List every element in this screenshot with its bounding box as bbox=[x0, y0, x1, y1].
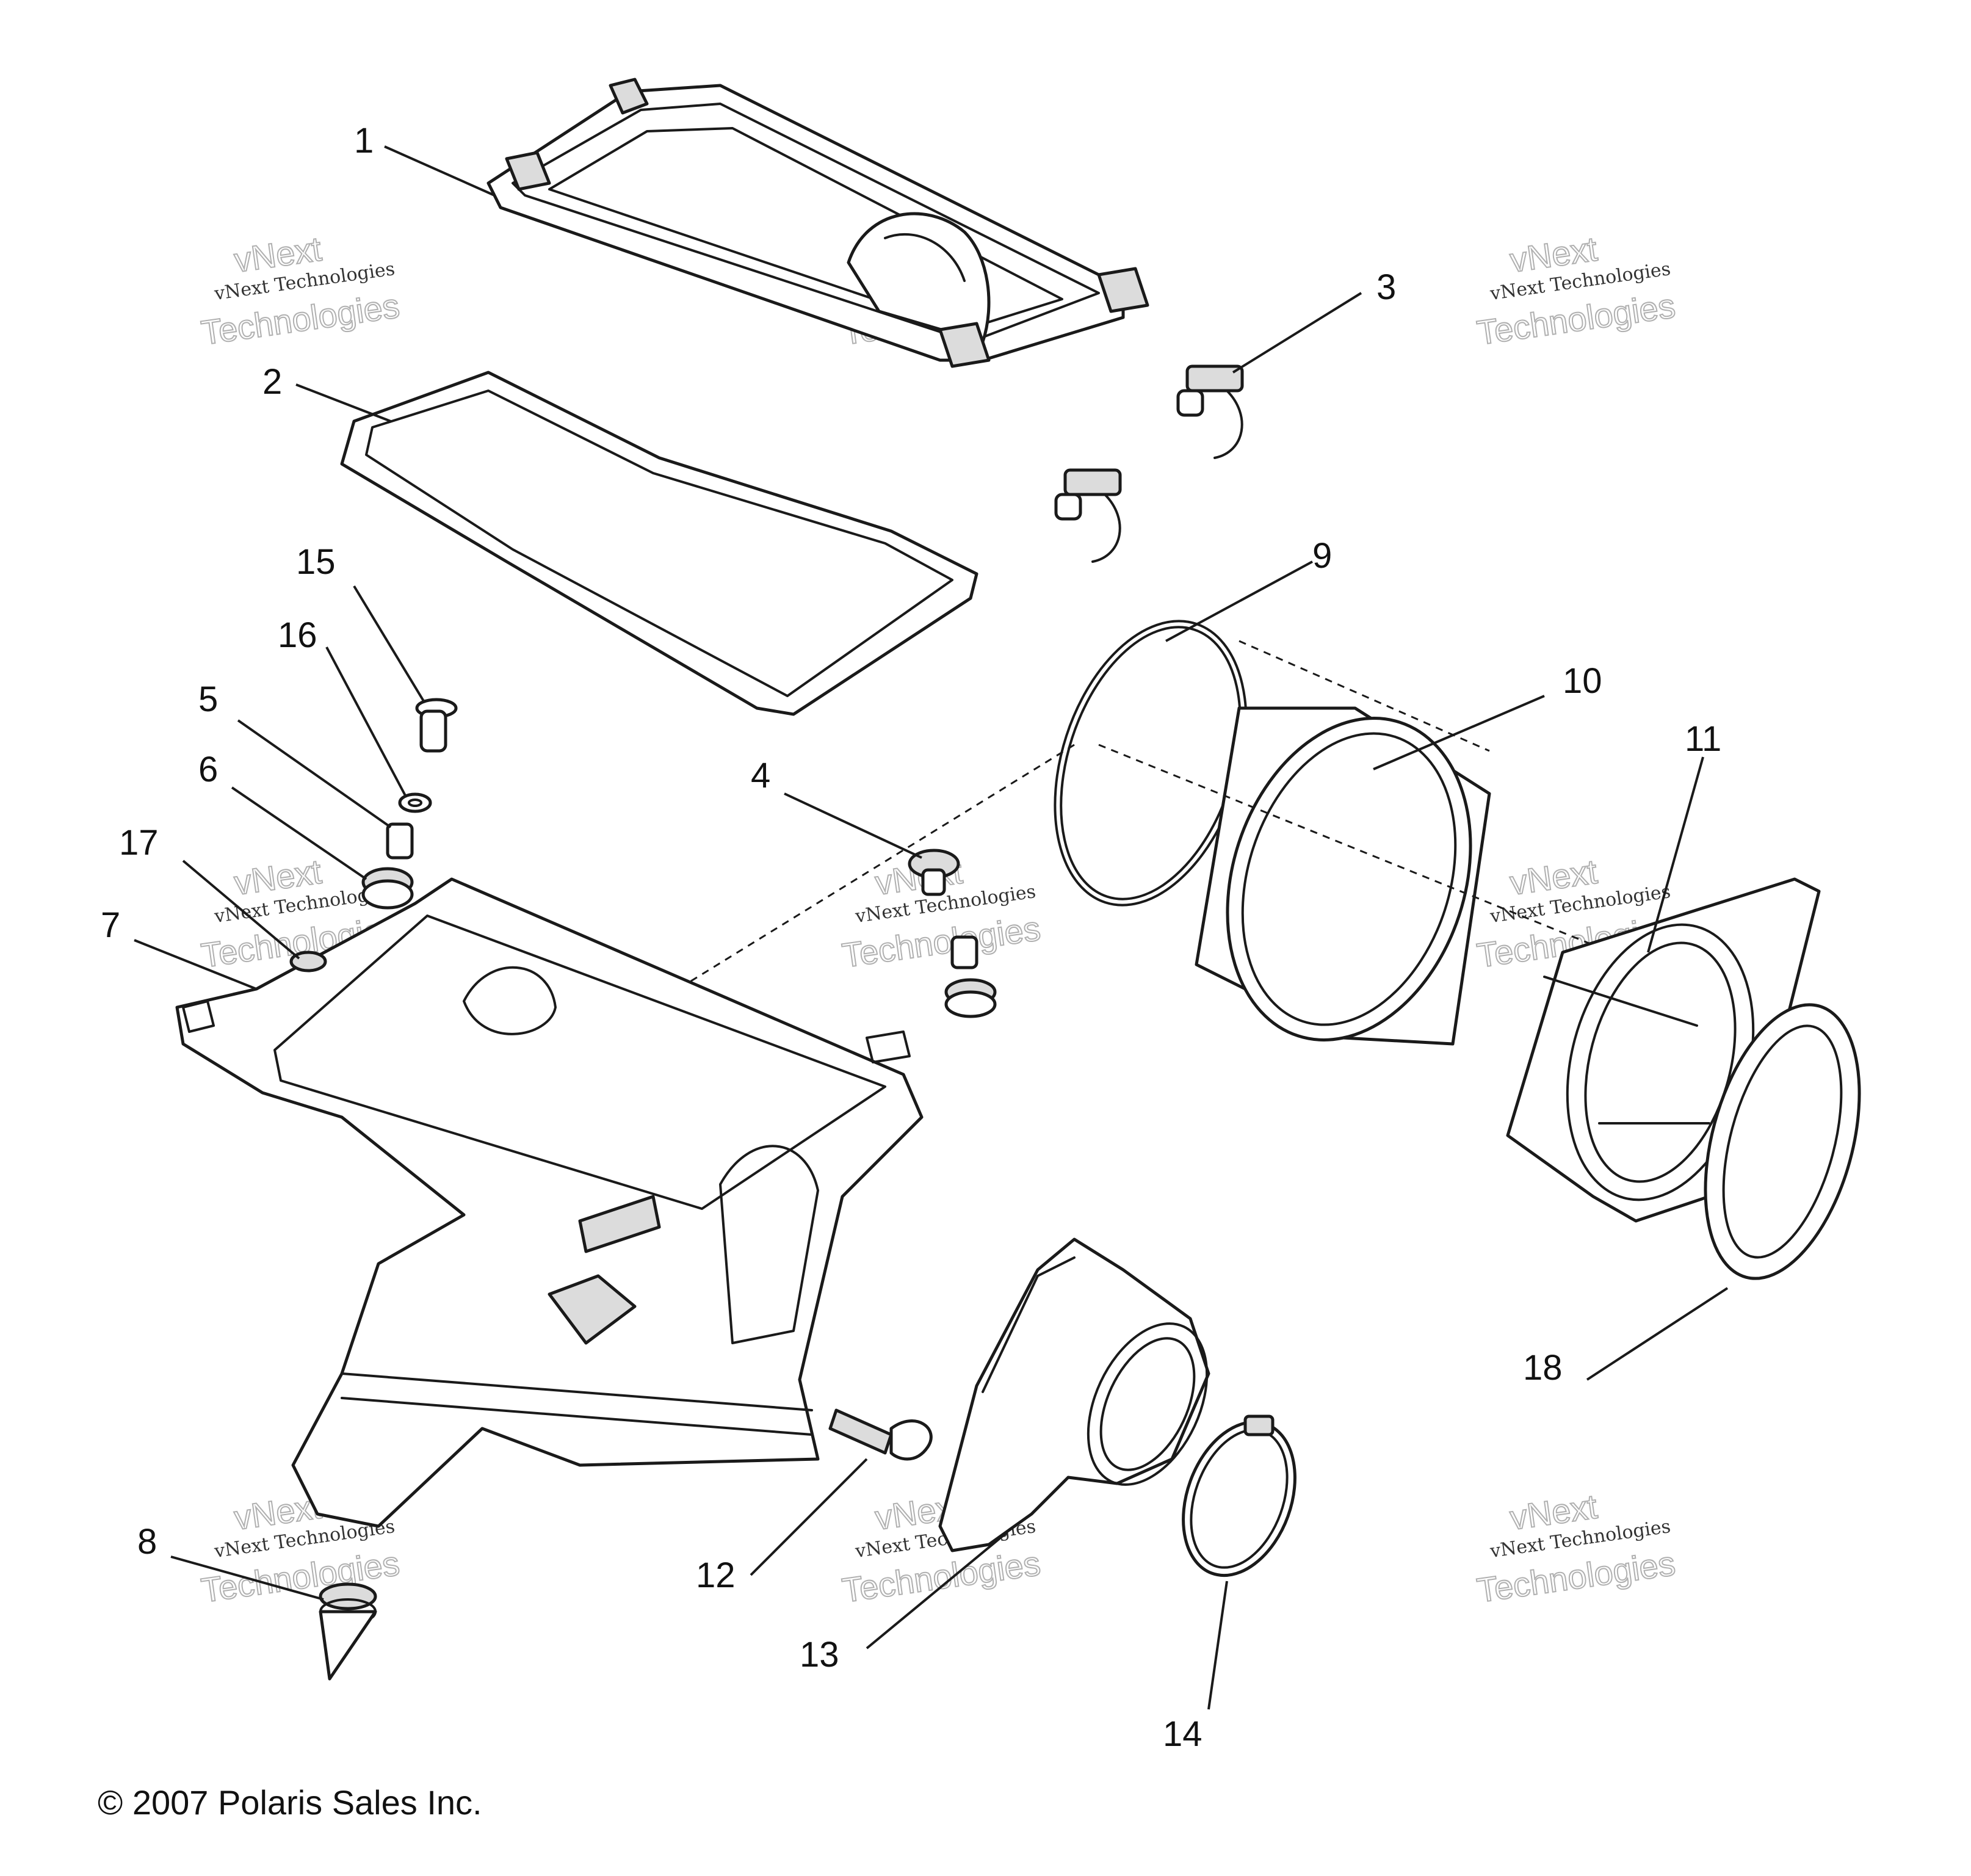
callout-9: 9 bbox=[1312, 536, 1332, 576]
callout-1: 1 bbox=[354, 121, 374, 161]
latch-clamp-lower bbox=[1054, 468, 1122, 563]
leader-lines bbox=[134, 145, 1729, 1710]
airbox-cover bbox=[486, 78, 1149, 368]
bushing bbox=[386, 822, 414, 860]
airbox-base bbox=[175, 877, 924, 1528]
callout-8: 8 bbox=[137, 1522, 157, 1562]
watermark-3: vNext vNext Technologies Technologies bbox=[1474, 229, 1678, 353]
grommet-right bbox=[944, 978, 997, 1018]
bushing-right bbox=[950, 935, 978, 969]
hose-clamp bbox=[1182, 1414, 1297, 1577]
callout-6: 6 bbox=[198, 750, 218, 789]
grommet-left bbox=[361, 867, 414, 910]
copyright-notice: © 2007 Polaris Sales Inc. bbox=[98, 1783, 482, 1822]
callout-labels: 1 2 3 4 5 6 7 8 9 10 11 12 13 14 15 16 1… bbox=[101, 121, 1721, 1754]
gasket bbox=[340, 371, 978, 716]
callout-15: 15 bbox=[296, 542, 336, 582]
watermark-9: vNext vNext Technologies Technologies bbox=[1474, 1487, 1678, 1610]
drain-valve bbox=[319, 1582, 377, 1681]
air-filter bbox=[1195, 706, 1491, 1046]
grommet-small bbox=[289, 951, 327, 972]
ring-seal bbox=[1704, 1003, 1861, 1280]
callout-7: 7 bbox=[101, 905, 120, 945]
callout-10: 10 bbox=[1563, 661, 1602, 701]
watermark-1: vNext vNext Technologies Technologies bbox=[198, 229, 402, 353]
callout-12: 12 bbox=[696, 1555, 736, 1595]
bolt bbox=[415, 698, 458, 753]
callout-14: 14 bbox=[1163, 1714, 1202, 1754]
washer bbox=[398, 792, 432, 813]
intake-boot bbox=[938, 1237, 1210, 1552]
callout-11: 11 bbox=[1685, 719, 1721, 759]
wing-bolt bbox=[828, 1408, 933, 1461]
callout-5: 5 bbox=[198, 679, 218, 719]
callout-4: 4 bbox=[751, 756, 770, 795]
callout-3: 3 bbox=[1376, 267, 1396, 307]
callout-13: 13 bbox=[800, 1635, 839, 1675]
callout-17: 17 bbox=[119, 823, 159, 863]
callout-16: 16 bbox=[278, 615, 317, 655]
callout-18: 18 bbox=[1523, 1348, 1563, 1388]
latch-clamp-upper bbox=[1176, 364, 1244, 459]
callout-2: 2 bbox=[262, 362, 282, 402]
